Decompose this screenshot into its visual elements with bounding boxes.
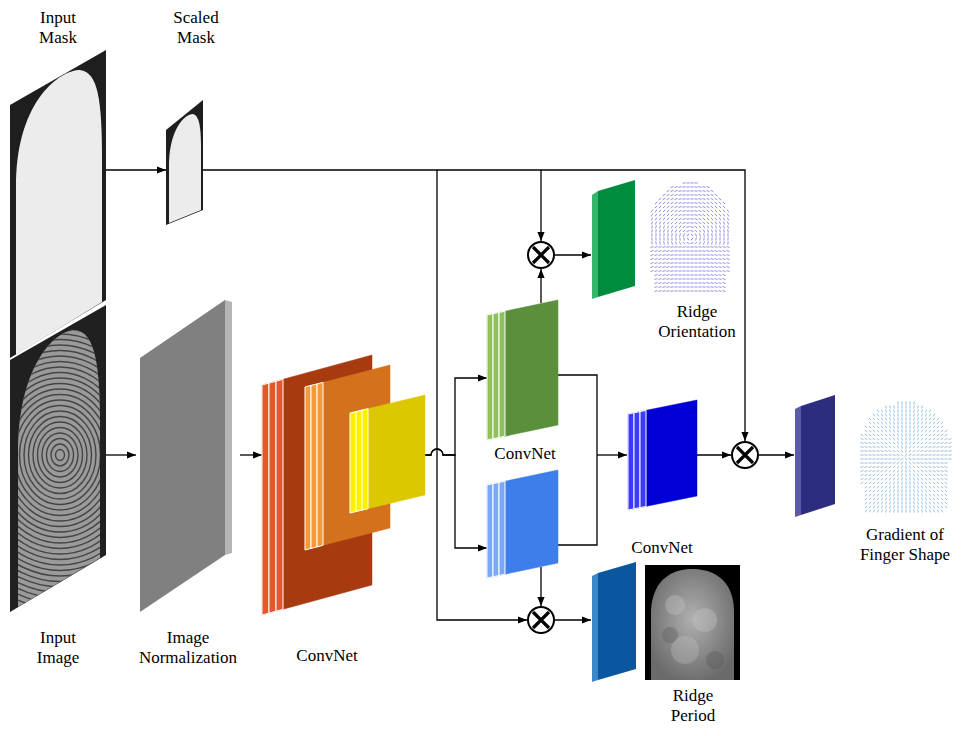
feature-wire — [540, 269, 541, 303]
scaled-mask: Scaled Mask — [166, 8, 226, 225]
feature-wire — [540, 567, 541, 606]
node-label: Gradient of Finger Shape — [850, 525, 960, 566]
convnet-stack: ConvNet — [487, 470, 697, 578]
feature-wire — [697, 454, 731, 455]
conv-layers — [262, 355, 425, 615]
flow-arrow — [106, 454, 136, 455]
mask-image — [10, 50, 106, 358]
node-label: ConvNet — [627, 538, 697, 558]
node-label: Input Mask — [28, 8, 88, 49]
period-output: Ridge Period — [645, 565, 740, 727]
convnet-stack: ConvNet — [262, 355, 425, 666]
flow-arrow — [425, 449, 487, 548]
flow-arrow — [425, 378, 487, 455]
flow-arrow — [106, 169, 166, 170]
fingerprint-image — [10, 305, 106, 612]
node-label: Scaled Mask — [166, 8, 226, 49]
orientation-field — [645, 180, 735, 295]
normalization-layer: Image Normalization — [136, 300, 240, 669]
input-image: Input Image — [10, 305, 106, 669]
node-label: Ridge Orientation — [652, 302, 742, 343]
gradient-output: Gradient of Finger Shape — [850, 400, 960, 566]
node-label: ConvNet — [292, 646, 362, 666]
mask-image — [166, 100, 203, 225]
wires — [203, 170, 794, 620]
slab — [140, 300, 232, 612]
node-label: ConvNet — [490, 444, 560, 464]
period-map — [645, 565, 740, 680]
feature-wire — [555, 254, 591, 255]
node-label: Image Normalization — [136, 628, 240, 669]
node-label: Input Image — [28, 628, 88, 669]
gradient-field — [855, 400, 955, 515]
conv-layers — [487, 470, 558, 578]
convnet-stack: ConvNet — [487, 300, 560, 464]
input-mask: Input Mask — [10, 8, 106, 358]
mask-wire — [540, 170, 541, 241]
orientation-output: Ridge Orientation — [645, 180, 742, 343]
node-label: Ridge Period — [663, 686, 723, 727]
merge-wire — [558, 375, 597, 545]
feature-wire — [555, 619, 591, 620]
feature-slabs — [592, 180, 835, 682]
flow-arrow — [240, 454, 262, 455]
merge-wire — [597, 454, 627, 455]
feature-wire — [759, 454, 794, 455]
conv-layers — [487, 300, 558, 440]
